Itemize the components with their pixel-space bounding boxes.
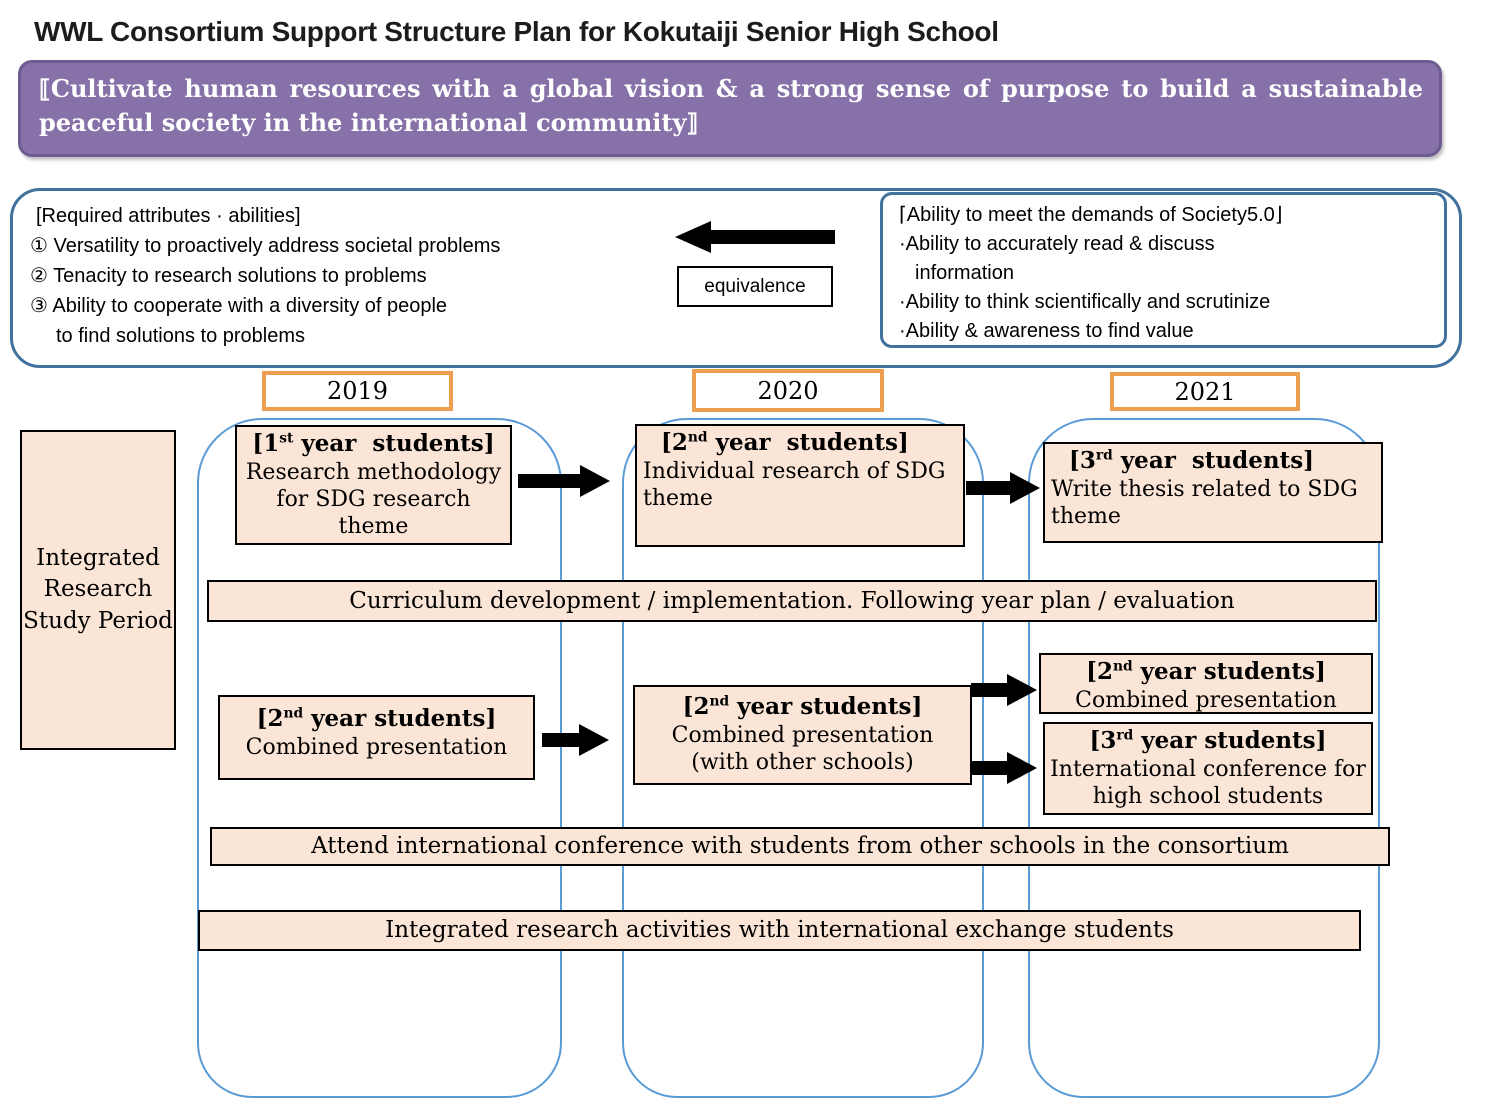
box-1st-year-research-methodology: [1st year students] Research methodology… xyxy=(235,425,512,545)
required-attribute-item: ③ Ability to cooperate with a diversity … xyxy=(30,295,448,317)
heading-text: year students] xyxy=(293,430,495,457)
ordinal-sup: nd xyxy=(283,705,304,722)
heading-text: [2 xyxy=(661,429,688,456)
box-line: high school students xyxy=(1092,783,1324,809)
box-line: Combined presentation xyxy=(671,722,934,748)
box-line: Individual research of SDG xyxy=(643,458,946,484)
heading-text: [1 xyxy=(252,430,280,457)
heading-text: [2 xyxy=(256,705,284,732)
ordinal-sup: rd xyxy=(1095,447,1113,464)
society5-item: ·Ability & awareness to find value xyxy=(899,320,1194,342)
required-attributes-heading: [Required attributes · abilities] xyxy=(36,205,301,227)
heading-text: year students] xyxy=(1112,447,1315,474)
box-line: theme xyxy=(338,514,409,540)
required-attributes-box: [Required attributes · abilities] ① Vers… xyxy=(30,201,660,351)
box-2nd-year-combined-presentation-2020: [2nd year students] Combined presentatio… xyxy=(633,685,972,785)
society5-item: ·Ability to think scientifically and scr… xyxy=(899,291,1271,313)
box-line: theme xyxy=(1051,503,1121,529)
ordinal-sup: rd xyxy=(1116,727,1134,744)
arrow-right-icon xyxy=(542,721,609,759)
year-label-2020: 2020 xyxy=(692,369,884,412)
society5-item: ·Ability to accurately read & discuss xyxy=(899,233,1215,255)
box-line: Write thesis related to SDG xyxy=(1051,476,1358,502)
heading-text: [2 xyxy=(1086,658,1113,685)
integrated-research-period-box: Integrated Research Study Period xyxy=(20,430,176,750)
left-panel-line: Research xyxy=(43,576,153,603)
heading-text: year students] xyxy=(1133,727,1327,754)
heading-text: year students] xyxy=(729,693,923,720)
box-3rd-year-write-thesis: [3rd year students] Write thesis related… xyxy=(1043,442,1383,543)
box-line: International conference for xyxy=(1050,756,1366,782)
box-line: for SDG research xyxy=(276,486,471,512)
box-2nd-year-individual-research: [2nd year students] Individual research … xyxy=(635,424,965,547)
society5-box: ⌈Ability to meet the demands of Society5… xyxy=(880,192,1447,348)
heading-text: [3 xyxy=(1069,447,1096,474)
heading-text: [3 xyxy=(1089,727,1117,754)
column-2019 xyxy=(197,418,562,1098)
arrow-right-icon xyxy=(966,469,1040,507)
arrow-right-icon xyxy=(971,671,1037,709)
mission-banner: ⟦Cultivate human resources with a global… xyxy=(18,60,1442,157)
page-title: WWL Consortium Support Structure Plan fo… xyxy=(34,16,999,47)
bar-attend-international-conference: Attend international conference with stu… xyxy=(210,827,1390,866)
required-attribute-item: ① Versatility to proactively address soc… xyxy=(30,235,501,257)
box-line: Research methodology xyxy=(245,459,502,485)
year-label-2019: 2019 xyxy=(262,371,453,411)
bar-integrated-research-activities: Integrated research activities with inte… xyxy=(198,910,1361,951)
equivalence-label: equivalence xyxy=(677,266,833,307)
column-2020 xyxy=(622,418,984,1098)
heading-text: [2 xyxy=(682,693,710,720)
heading-text: year students] xyxy=(707,429,909,456)
equivalence-left-arrow-icon xyxy=(675,220,835,254)
society5-item-continuation: information xyxy=(915,262,1014,284)
box-line: theme xyxy=(643,485,713,511)
box-3rd-year-international-conference: [3rd year students] International confer… xyxy=(1043,722,1373,815)
ordinal-sup: st xyxy=(279,430,294,447)
ordinal-sup: nd xyxy=(1112,658,1133,675)
box-line: Combined presentation xyxy=(245,734,508,760)
society5-heading: ⌈Ability to meet the demands of Society5… xyxy=(899,204,1283,226)
box-2nd-year-combined-presentation-2019: [2nd year students] Combined presentatio… xyxy=(218,695,535,780)
required-attribute-item: ② Tenacity to research solutions to prob… xyxy=(30,265,427,287)
arrow-right-icon xyxy=(518,462,610,500)
left-panel-line: Study Period xyxy=(23,607,173,634)
ordinal-sup: nd xyxy=(709,693,730,710)
left-panel-line: Integrated xyxy=(36,545,160,572)
box-line: (with other schools) xyxy=(691,749,914,775)
year-label-2021: 2021 xyxy=(1110,372,1300,411)
arrow-right-icon xyxy=(971,749,1037,787)
ordinal-sup: nd xyxy=(687,429,708,446)
box-2nd-year-combined-presentation-2021: [2nd year students] Combined presentatio… xyxy=(1039,653,1373,714)
heading-text: year students] xyxy=(1132,658,1326,685)
box-line: Combined presentation xyxy=(1075,687,1337,713)
column-2021 xyxy=(1028,418,1380,1098)
heading-text: year students] xyxy=(303,705,497,732)
bar-curriculum-development: Curriculum development / implementation.… xyxy=(207,580,1377,622)
required-attribute-item-continuation: to find solutions to problems xyxy=(56,325,306,347)
